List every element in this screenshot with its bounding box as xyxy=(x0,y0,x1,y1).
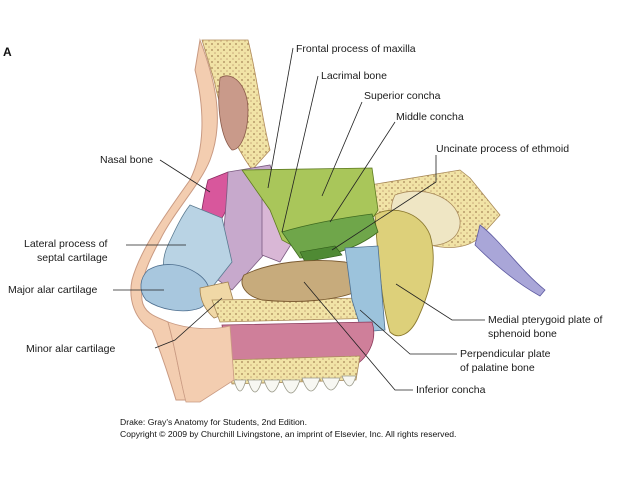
label-lacrimal-bone: Lacrimal bone xyxy=(321,70,387,82)
credit-line-1: Drake: Gray's Anatomy for Students, 2nd … xyxy=(120,417,307,427)
label-major-alar-cartilage: Major alar cartilage xyxy=(8,284,97,296)
label-frontal-process-of-maxilla: Frontal process of maxilla xyxy=(296,43,416,55)
leader-lines xyxy=(113,47,485,391)
credit-line-2: Copyright © 2009 by Churchill Livingston… xyxy=(120,429,457,439)
label-superior-concha: Superior concha xyxy=(364,90,441,102)
label-lateral-process-line1: Lateral process of xyxy=(24,238,108,250)
uncinate-process-shape xyxy=(299,245,343,263)
major-alar-cartilage-shape xyxy=(140,264,210,312)
frontal-sinus xyxy=(218,75,249,151)
label-perpendicular-plate-line2: of palatine bone xyxy=(460,362,535,374)
label-minor-alar-cartilage: Minor alar cartilage xyxy=(26,343,115,355)
label-uncinate-process: Uncinate process of ethmoid xyxy=(436,143,569,155)
label-medial-pterygoid-line2: sphenoid bone xyxy=(488,328,557,340)
pterygoid-wing xyxy=(474,224,546,297)
label-lateral-process-line2: septal cartilage xyxy=(37,252,108,264)
teeth-row xyxy=(233,375,357,394)
panel-letter: A xyxy=(3,45,12,59)
label-nasal-bone: Nasal bone xyxy=(100,154,153,166)
label-inferior-concha: Inferior concha xyxy=(416,384,486,396)
label-medial-pterygoid-line1: Medial pterygoid plate of xyxy=(488,314,602,326)
label-perpendicular-plate-line1: Perpendicular plate xyxy=(460,348,551,360)
upper-lip-skin xyxy=(167,321,235,403)
inferior-concha-shape xyxy=(241,260,364,302)
label-middle-concha: Middle concha xyxy=(396,111,464,123)
